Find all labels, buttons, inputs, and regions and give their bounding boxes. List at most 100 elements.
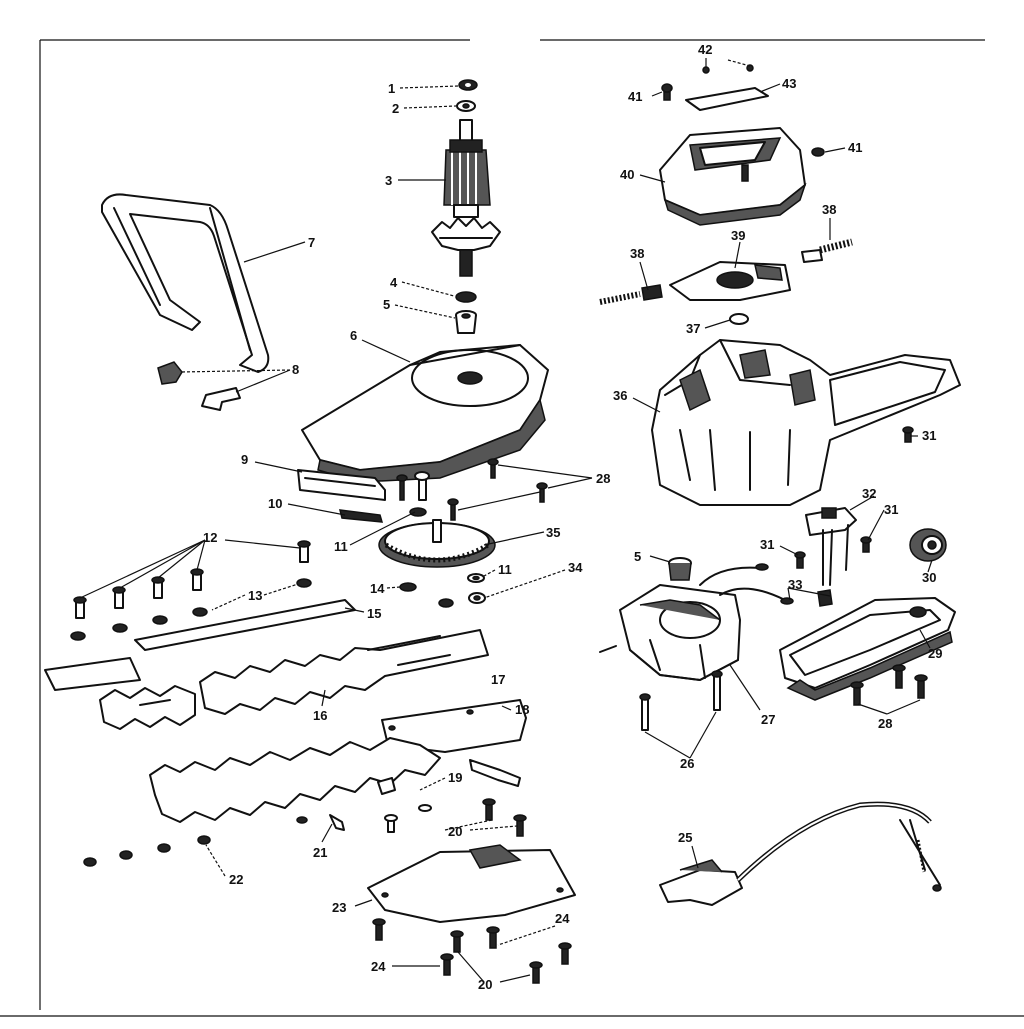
callout-31c: 31 bbox=[760, 537, 774, 552]
screw-42 bbox=[702, 64, 754, 74]
handle-7 bbox=[101, 193, 270, 373]
callout-21: 21 bbox=[313, 845, 327, 860]
callout-28: 28 bbox=[596, 471, 610, 486]
callout-35: 35 bbox=[546, 525, 560, 540]
callout-39: 39 bbox=[731, 228, 745, 243]
base-29 bbox=[779, 597, 956, 701]
spacer-9 bbox=[297, 469, 386, 501]
field-coil-27 bbox=[599, 584, 741, 681]
screws-26 bbox=[639, 670, 723, 731]
callout-29: 29 bbox=[928, 646, 942, 661]
clip-8b bbox=[201, 387, 241, 411]
washer-37 bbox=[729, 313, 749, 325]
callout-10: 10 bbox=[268, 496, 282, 511]
callout-20b: 20 bbox=[478, 977, 492, 992]
lower-blade-16 bbox=[99, 685, 196, 730]
screw-41a bbox=[661, 83, 673, 101]
callout-5: 5 bbox=[383, 297, 390, 312]
screws-24-20-lower bbox=[372, 918, 572, 984]
callout-26: 26 bbox=[680, 756, 694, 771]
screws-28-upper bbox=[396, 458, 548, 521]
washer-1 bbox=[458, 79, 478, 91]
callout-43: 43 bbox=[782, 76, 796, 91]
callout-27: 27 bbox=[761, 712, 775, 727]
washer-11b bbox=[467, 573, 485, 583]
callout-19: 19 bbox=[448, 770, 462, 785]
callout-5b: 5 bbox=[634, 549, 641, 564]
clip-8a bbox=[157, 361, 183, 385]
power-cord-25 bbox=[659, 801, 942, 906]
callout-labels: 1 2 3 4 5 5 6 7 8 9 10 11 11 12 13 14 15… bbox=[203, 42, 942, 992]
brush-plate-39 bbox=[669, 261, 791, 301]
callout-42: 42 bbox=[698, 42, 712, 57]
screws-28-lower bbox=[850, 664, 928, 706]
leader-lines bbox=[79, 58, 933, 983]
bearing-5 bbox=[455, 310, 477, 334]
callout-15: 15 bbox=[367, 606, 381, 621]
callout-34: 34 bbox=[568, 560, 583, 575]
callout-38: 38 bbox=[630, 246, 644, 261]
motor-housing-36 bbox=[651, 339, 961, 506]
callout-28b: 28 bbox=[878, 716, 892, 731]
nuts-34 bbox=[438, 592, 486, 608]
wires-33 bbox=[699, 563, 833, 607]
studs-12 bbox=[73, 540, 311, 619]
callout-40: 40 bbox=[620, 167, 634, 182]
cutter-blade-lower bbox=[149, 737, 441, 823]
plate-15 bbox=[44, 599, 356, 691]
gear-35 bbox=[378, 519, 496, 568]
top-cover-40 bbox=[659, 127, 807, 226]
bracket-10 bbox=[339, 509, 384, 523]
callout-33: 33 bbox=[788, 577, 802, 592]
switch-32 bbox=[805, 507, 857, 586]
callout-7: 7 bbox=[308, 235, 315, 250]
washer-2 bbox=[456, 100, 476, 112]
nuts-22 bbox=[83, 835, 211, 867]
callout-2: 2 bbox=[392, 101, 399, 116]
callout-36: 36 bbox=[613, 388, 627, 403]
callout-25: 25 bbox=[678, 830, 692, 845]
callout-16: 16 bbox=[313, 708, 327, 723]
callout-23: 23 bbox=[332, 900, 346, 915]
bottom-cover-23 bbox=[367, 844, 576, 923]
callout-20: 20 bbox=[448, 824, 462, 839]
callout-12: 12 bbox=[203, 530, 217, 545]
callout-41: 41 bbox=[848, 140, 862, 155]
washer-11a bbox=[409, 507, 427, 517]
callout-24: 24 bbox=[555, 911, 570, 926]
callout-32: 32 bbox=[862, 486, 876, 501]
screws-20-upper bbox=[384, 798, 527, 837]
callout-4: 4 bbox=[390, 275, 398, 290]
callout-1: 1 bbox=[388, 81, 395, 96]
callout-3: 3 bbox=[385, 173, 392, 188]
screws-21 bbox=[296, 814, 345, 831]
brush-38a bbox=[599, 284, 663, 305]
callout-17: 17 bbox=[491, 672, 505, 687]
washer-14 bbox=[399, 582, 417, 592]
washer-4 bbox=[455, 291, 477, 303]
clip-19 bbox=[377, 759, 521, 812]
bearing-5b bbox=[668, 557, 692, 581]
plate-43 bbox=[685, 87, 769, 111]
frame bbox=[0, 39, 1024, 1017]
washers-13 bbox=[70, 578, 312, 641]
callout-11: 11 bbox=[334, 539, 348, 554]
callout-6: 6 bbox=[350, 328, 357, 343]
callout-31: 31 bbox=[922, 428, 936, 443]
callout-11b: 11 bbox=[498, 562, 512, 577]
brush-38b bbox=[801, 238, 853, 263]
callout-24b: 24 bbox=[371, 959, 386, 974]
callout-22: 22 bbox=[229, 872, 243, 887]
callout-13: 13 bbox=[248, 588, 262, 603]
armature-3 bbox=[431, 119, 501, 277]
callout-9: 9 bbox=[241, 452, 248, 467]
callout-38b: 38 bbox=[822, 202, 836, 217]
upper-blade-17 bbox=[199, 629, 489, 715]
callout-18: 18 bbox=[515, 702, 529, 717]
callout-30: 30 bbox=[922, 570, 936, 585]
gear-housing-6 bbox=[301, 344, 549, 483]
knob-30 bbox=[909, 528, 947, 562]
callout-8: 8 bbox=[292, 362, 299, 377]
